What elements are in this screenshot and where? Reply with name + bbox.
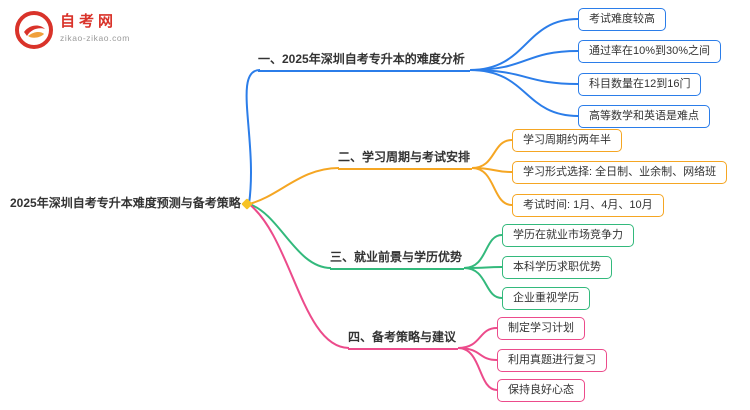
branch-3-child-3: 企业重视学历	[502, 287, 590, 310]
logo-subtitle: zikao-zikao.com	[60, 33, 130, 43]
branch-4-child-1: 制定学习计划	[497, 317, 585, 340]
connector-b1-c4	[469, 69, 579, 117]
connector-b2-c1	[471, 139, 513, 169]
connector-b1-c1	[469, 18, 579, 71]
branch-1-child-1: 考试难度较高	[578, 8, 666, 31]
logo-title: 自考网	[60, 13, 118, 30]
branch-2-label: 二、学习周期与考试安排	[338, 150, 472, 170]
connector-b4-c3	[457, 347, 498, 391]
branch-1-child-3: 科目数量在12到16门	[578, 73, 702, 96]
branch-1-child-4: 高等数学和英语是难点	[578, 105, 710, 128]
connector-root-branch1	[245, 69, 261, 205]
branch-4-child-2: 利用真题进行复习	[497, 349, 607, 372]
branch-2-child-3: 考试时间: 1月、4月、10月	[512, 194, 664, 217]
branch-3-child-2: 本科学历求职优势	[502, 256, 612, 279]
connector-b3-c1	[463, 234, 503, 269]
branch-3-label: 三、就业前景与学历优势	[330, 250, 464, 270]
branch-1-label: 一、2025年深圳自考专升本的难度分析	[258, 52, 470, 72]
connector-root-branch4	[248, 203, 350, 349]
logo-icon	[15, 11, 53, 49]
branch-1-child-2: 通过率在10%到30%之间	[578, 40, 722, 63]
branch-4-child-3: 保持良好心态	[497, 379, 585, 402]
branch-2-child-1: 学习周期约两年半	[512, 129, 622, 152]
branch-2-child-2: 学习形式选择: 全日制、业余制、网络班	[512, 161, 728, 184]
branch-3-child-1: 学历在就业市场竞争力	[502, 224, 634, 247]
connector-root-branch3	[248, 203, 332, 269]
connector-b2-c3	[471, 167, 513, 206]
connector-b4-c1	[457, 327, 498, 349]
connector-b1-c3	[469, 69, 579, 85]
site-logo[interactable]: 自考网 zikao-zikao.com	[14, 10, 130, 50]
connector-b3-c3	[463, 267, 503, 299]
mindmap-root: 2025年深圳自考专升本难度预测与备考策略	[10, 196, 241, 210]
connector-root-branch2	[248, 167, 340, 205]
connector-b1-c2	[469, 50, 579, 71]
branch-4-label: 四、备考策略与建议	[348, 330, 458, 350]
